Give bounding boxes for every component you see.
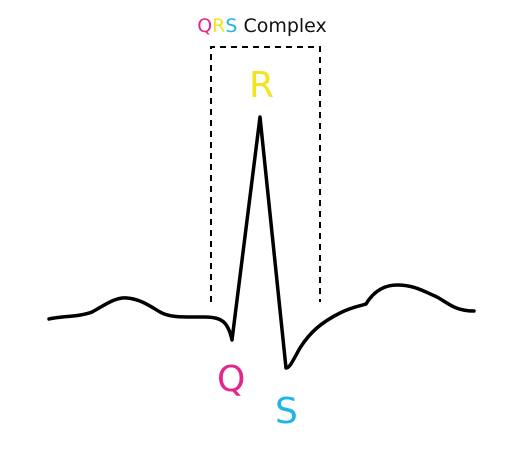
ecg-waveform [47,115,476,370]
r-wave-label: R [249,65,275,106]
title-letter-q: Q [197,15,213,37]
title-word-complex: Complex [243,15,327,37]
s-wave-label: S [275,391,298,432]
title-letter-s: S [225,15,238,37]
q-wave-label: Q [217,359,246,400]
qrs-dashed-bracket [210,46,321,302]
title-letter-r: R [212,15,226,37]
